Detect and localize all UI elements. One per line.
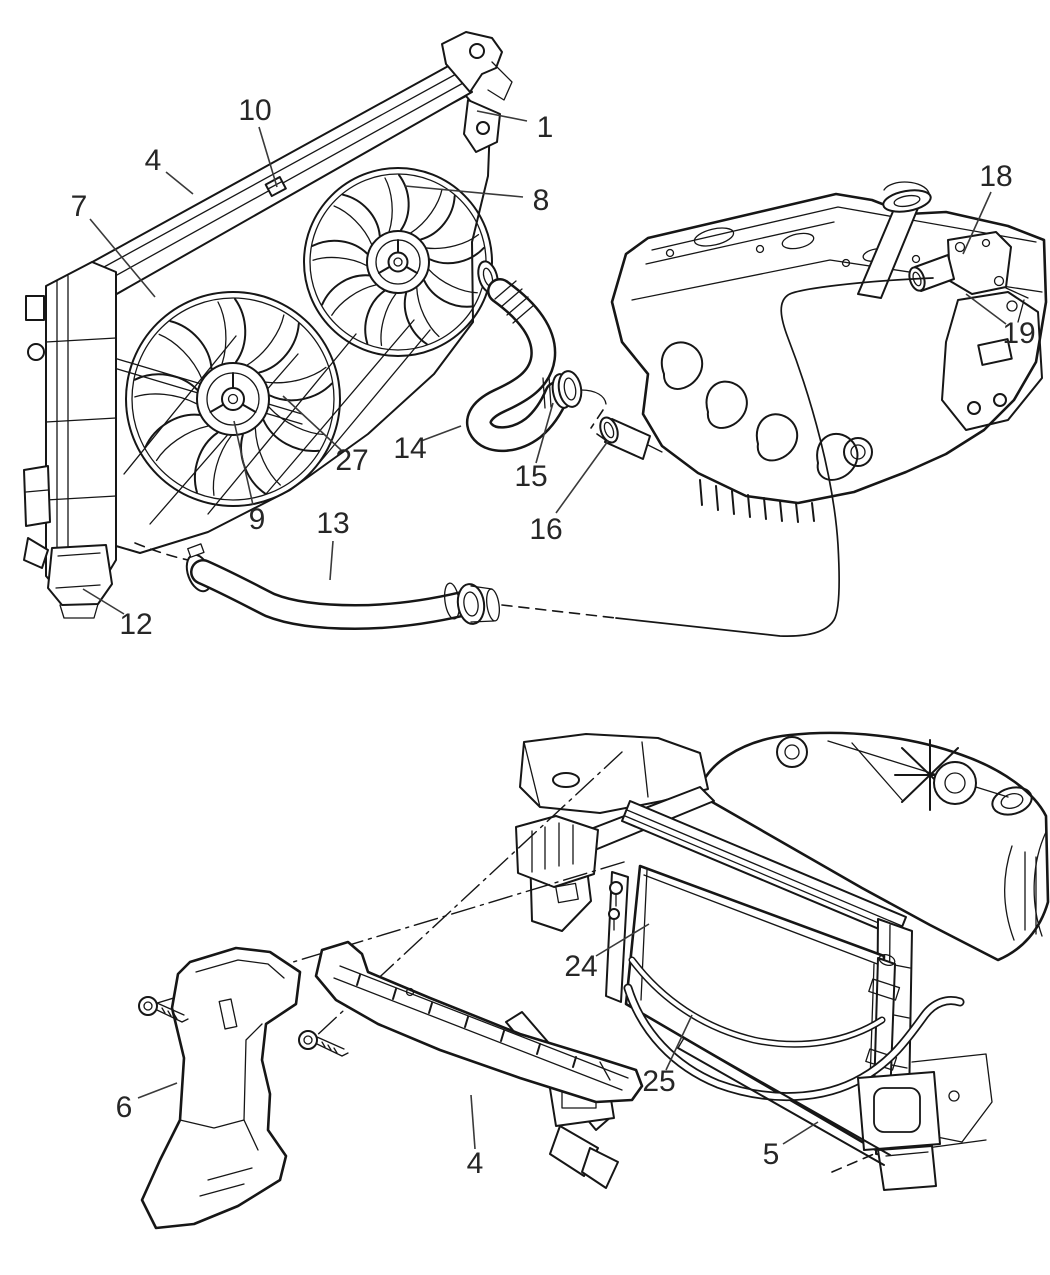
callout-5: 5 (762, 1138, 780, 1171)
hose-routing-leader (501, 277, 934, 637)
engine-bracket-drawing (941, 291, 1043, 431)
callout-leader-5 (782, 1121, 819, 1145)
callout-leader-9 (233, 420, 254, 506)
radiator-lower-mount-drawing (831, 1071, 941, 1191)
callout-19: 19 (1002, 317, 1036, 350)
callout-9: 9 (248, 503, 266, 536)
callout-leader-4-bottom (470, 1094, 476, 1150)
callout-leader-24 (595, 923, 650, 957)
block-hatch (699, 479, 815, 523)
engine-drawing (610, 181, 1048, 523)
callout-27: 27 (335, 444, 369, 477)
fan-shroud-module-drawing (23, 31, 513, 619)
water-outlet-drawing (908, 231, 1029, 323)
callout-16: 16 (529, 513, 563, 546)
callout-leader-25 (665, 1014, 693, 1071)
clip-drawing (264, 176, 287, 198)
screw-drawing (138, 996, 189, 1023)
callout-6: 6 (115, 1091, 133, 1124)
cooler-hose-loop-drawing (623, 956, 965, 1102)
callout-leader-19 (965, 293, 1007, 325)
callout-leader-10 (258, 126, 278, 188)
callout-10: 10 (238, 94, 272, 127)
callout-1: 1 (536, 111, 554, 144)
fan-lower-drawing (125, 291, 341, 507)
callout-24: 24 (564, 950, 598, 983)
callout-leader-13 (329, 540, 334, 581)
callout-18: 18 (979, 160, 1013, 193)
callout-12: 12 (119, 608, 153, 641)
callout-leader-27 (282, 395, 342, 451)
callout-leader-18 (962, 191, 992, 255)
front-end-assembly-drawing (505, 731, 1050, 1191)
fan-upper-drawing (303, 167, 493, 357)
callout-7: 7 (70, 190, 88, 223)
callout-leader-6 (137, 1082, 178, 1099)
callout-leader-4-top (165, 171, 194, 195)
radiator-foot-drawing (47, 544, 113, 619)
callout-8: 8 (532, 184, 550, 217)
upper-hose-drawing (466, 260, 608, 452)
callout-15: 15 (514, 460, 548, 493)
callout-leader-15 (535, 402, 554, 464)
callout-leader-1 (476, 110, 528, 122)
callout-14: 14 (393, 432, 427, 465)
callout-13: 13 (316, 507, 350, 540)
exhaust-manifold-drawing (660, 341, 873, 481)
callout-4-bottom: 4 (466, 1147, 484, 1180)
condenser-bracket-drawing (605, 871, 629, 1003)
callout-4-top: 4 (144, 144, 162, 177)
frame-rail-drawing (515, 733, 715, 932)
screw-drawing (298, 1030, 349, 1057)
callout-25: 25 (642, 1065, 676, 1098)
air-shield-drawing (298, 940, 644, 1104)
callout-leader-16 (555, 440, 609, 514)
air-baffle-drawing (138, 946, 302, 1230)
callout-leader-12 (82, 588, 125, 615)
callout-leader-14 (420, 425, 462, 442)
water-pipe-drawing (599, 416, 663, 460)
lower-hose-drawing (134, 542, 500, 630)
callout-leader-7 (89, 218, 156, 298)
callout-leader-8 (404, 185, 524, 198)
